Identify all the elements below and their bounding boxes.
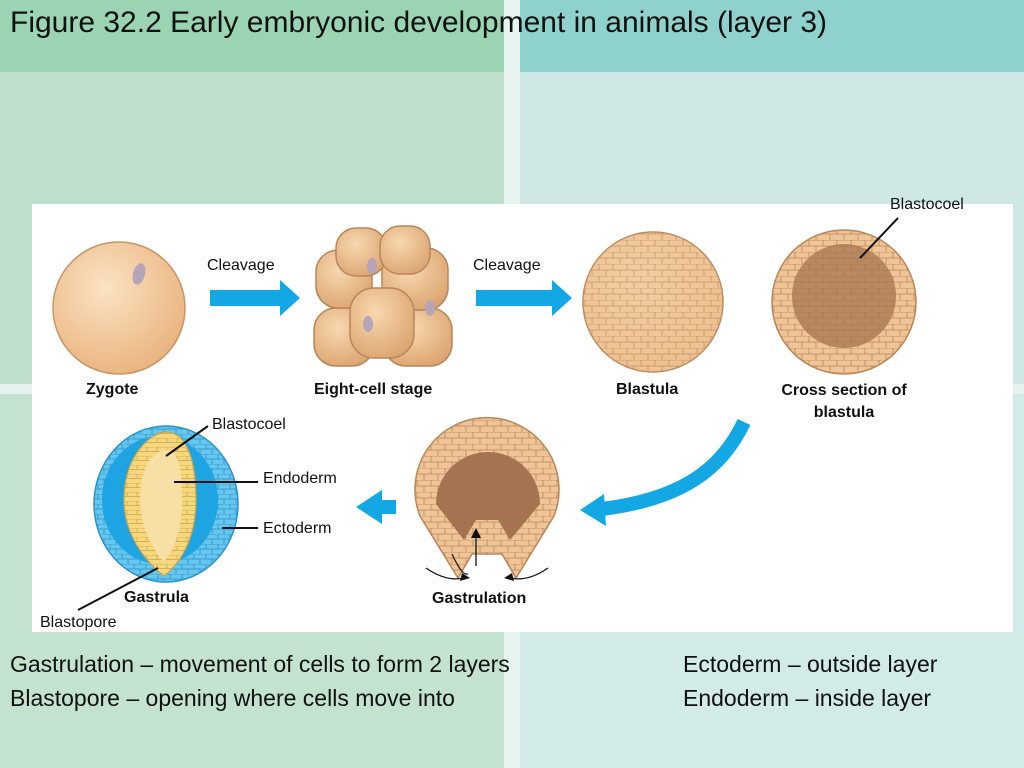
label-blastocoel-top: Blastocoel <box>890 196 964 213</box>
eight-cell-shape <box>313 225 453 367</box>
gastrulation-shape <box>414 416 560 581</box>
cleavage-arrow-2 <box>476 280 572 316</box>
blastula-cross-section <box>771 229 917 375</box>
embryo-diagram <box>52 217 917 611</box>
caption-gastrulation: Gastrulation – movement of cells to form… <box>10 651 510 677</box>
diagram-panel: Cleavage Cleavage Blastocoel Zygote Eigh… <box>32 196 1013 632</box>
blastula-shape <box>582 231 724 373</box>
caption-ectoderm: Ectoderm – outside layer <box>683 651 938 677</box>
header-band-left <box>0 0 504 72</box>
label-ectoderm: Ectoderm <box>263 520 332 537</box>
caption-blastopore: Blastopore – opening where cells move in… <box>10 685 455 711</box>
slide-title: Figure 32.2 Early embryonic development … <box>10 6 828 39</box>
label-endoderm: Endoderm <box>263 470 337 487</box>
label-zygote: Zygote <box>86 381 139 398</box>
label-gastrula: Gastrula <box>124 589 189 606</box>
label-cross-section: Cross section of blastula <box>781 382 907 421</box>
label-blastula: Blastula <box>616 381 679 398</box>
header-band-right <box>520 0 1024 72</box>
label-cleavage-1: Cleavage <box>207 257 275 274</box>
curved-arrow <box>580 418 751 526</box>
caption-endoderm: Endoderm – inside layer <box>683 685 932 711</box>
zygote-shape <box>52 241 186 375</box>
label-blastocoel-gastrula: Blastocoel <box>212 416 286 433</box>
label-blastopore: Blastopore <box>40 614 117 631</box>
label-eight-cell: Eight-cell stage <box>314 381 433 398</box>
blastopore-pointer <box>77 567 159 611</box>
label-gastrulation: Gastrulation <box>432 590 527 607</box>
cleavage-arrow-1 <box>210 280 300 316</box>
blastocoel-pointer-top <box>859 217 899 259</box>
blastocoel-pointer-gastrula <box>165 425 209 457</box>
label-cleavage-2: Cleavage <box>473 257 541 274</box>
gastrula-shape <box>93 425 239 583</box>
gastrula-arrow <box>356 490 396 524</box>
